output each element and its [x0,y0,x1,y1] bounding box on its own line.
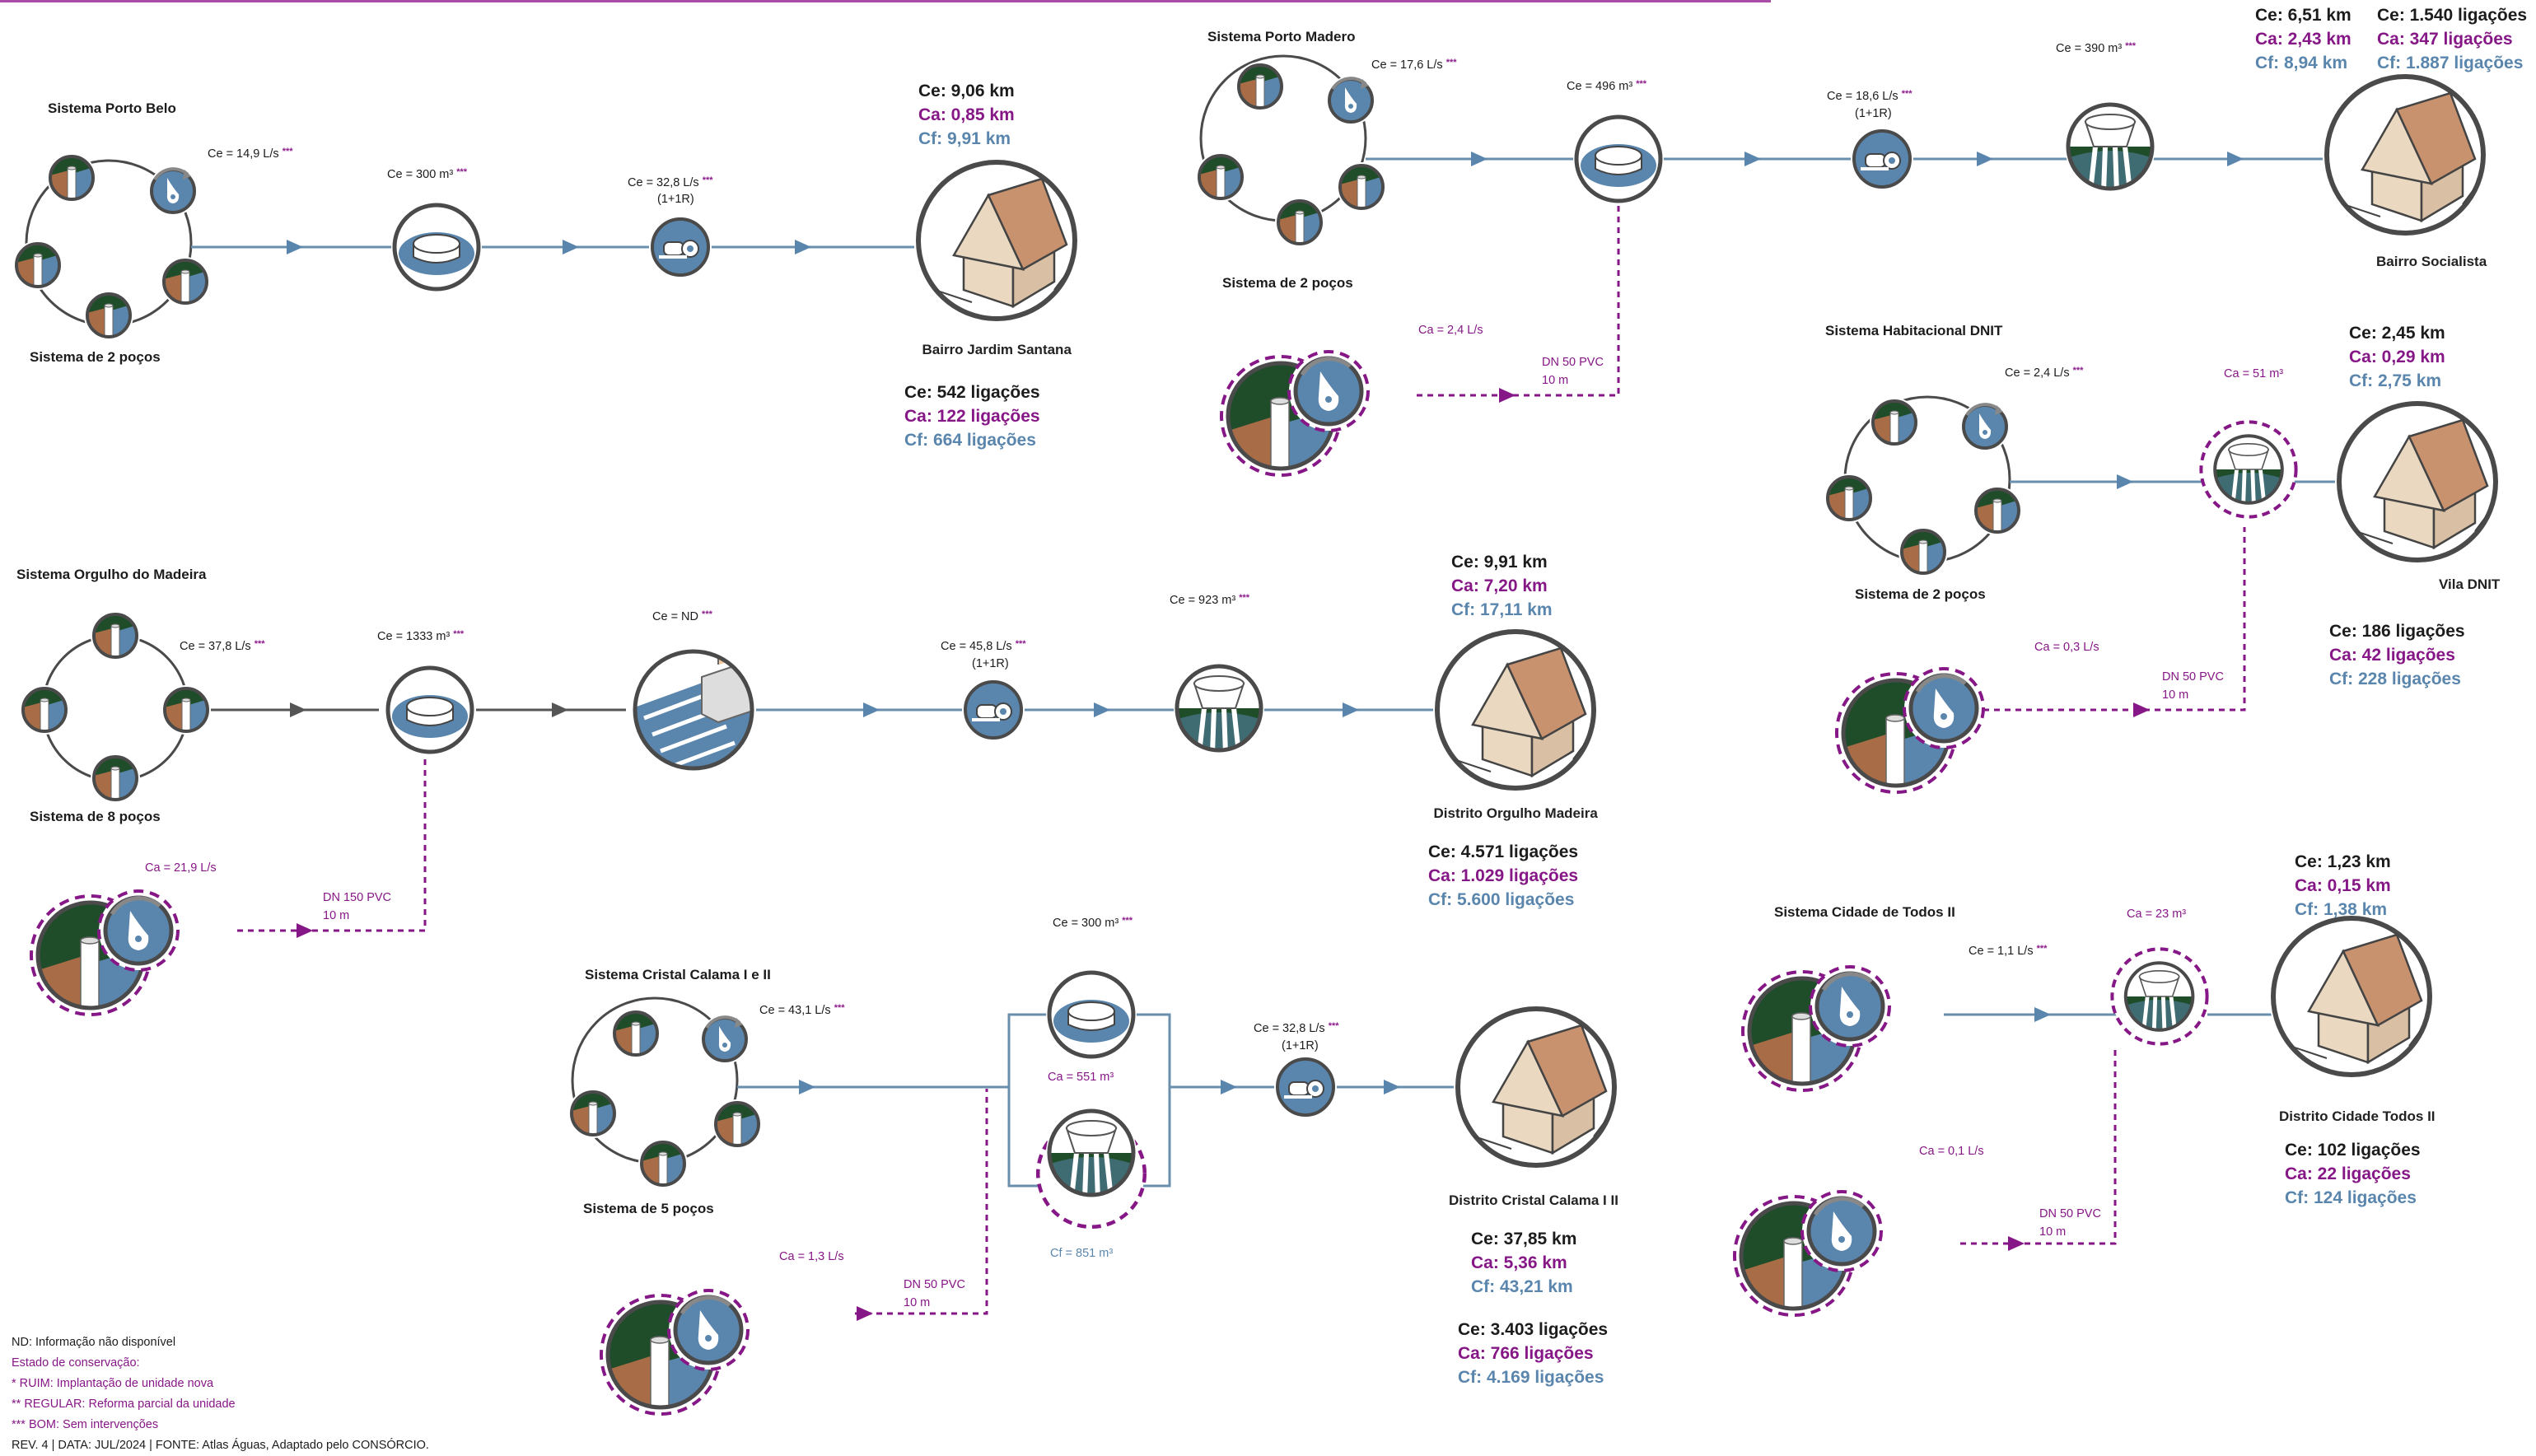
cristal-res: Ce = 300 m³ *** [1053,916,1133,930]
porto-belo-flow: Ce = 14,9 L/s *** [208,147,293,161]
cristal-tank-cf: Cf = 851 m³ [1050,1247,1114,1260]
cristal-title: Sistema Cristal Calama I e II [585,967,771,982]
porto-madero-res: Ce = 496 m³ *** [1567,79,1647,93]
dnit-system [1824,395,2500,792]
orgulho-flow: Ce = 37,8 L/s *** [180,639,265,653]
orgulho-system [20,611,1598,1015]
legend-estado: Estado de conservação: [12,1356,140,1370]
porto-belo-pump-config: (1+1R) [657,193,694,206]
orgulho-tank: Ce = 923 m³ *** [1170,593,1250,607]
legend-bom: *** BOM: Sem intervenções [12,1418,159,1431]
dnit-len: 10 m [2162,688,2189,702]
dnit-dn: DN 50 PVC [2162,670,2224,684]
porto-belo-wells: Sistema de 2 poços [30,349,161,365]
porto-madero-dn: DN 50 PVC [1542,356,1604,369]
porto-madero-system [1196,54,2487,475]
porto-belo-district: Bairro Jardim Santana [922,342,1072,357]
legend-revision: REV. 4 | DATA: JUL/2024 | FONTE: Atlas Á… [12,1439,429,1452]
cristal-pump: Ce = 32,8 L/s *** [1254,1021,1339,1035]
todos-flow: Ce = 1,1 L/s *** [1969,944,2048,958]
porto-madero-tank: Ce = 390 m³ *** [2056,41,2137,55]
legend-ruim: * RUIM: Implantação de unidade nova [12,1377,214,1390]
dnit-flow: Ce = 2,4 L/s *** [2005,366,2084,380]
cristal-system [568,969,1618,1414]
legend-regular: ** REGULAR: Reforma parcial da unidade [12,1398,236,1411]
porto-madero-wells: Sistema de 2 poços [1222,275,1353,291]
dnit-tank: Ca = 51 m³ [2224,367,2284,380]
cristal-wells: Sistema de 5 poços [583,1201,714,1216]
todos-tank: Ca = 23 m³ [2127,908,2187,921]
todos-ca-flow: Ca = 0,1 L/s [1919,1145,1984,1158]
cristal-len: 10 m [904,1296,931,1309]
orgulho-pump: Ce = 45,8 L/s *** [941,639,1026,653]
porto-madero-title: Sistema Porto Madero [1207,29,1356,44]
porto-madero-flow: Ce = 17,6 L/s *** [1371,58,1457,72]
orgulho-title: Sistema Orgulho do Madeira [16,567,207,582]
orgulho-len: 10 m [323,909,350,922]
porto-belo-system [13,153,1079,340]
legend-nd: ND: Informação não disponível [12,1336,176,1349]
porto-madero-pump-config: (1+1R) [1855,107,1892,120]
dnit-ca-flow: Ca = 0,3 L/s [2034,641,2099,654]
todos-dn: DN 50 PVC [2039,1207,2101,1220]
porto-belo-title: Sistema Porto Belo [48,100,176,116]
dnit-title: Sistema Habitacional DNIT [1825,323,2003,338]
cidade-todos-system [1735,914,2434,1315]
cristal-dn: DN 50 PVC [904,1278,965,1291]
cristal-district: Distrito Cristal Calama I II [1449,1192,1618,1208]
porto-madero-district: Bairro Socialista [2376,254,2487,269]
dnit-wells: Sistema de 2 poços [1855,586,1986,602]
porto-belo-pump: Ce = 32,8 L/s *** [628,175,713,189]
cristal-flow: Ce = 43,1 L/s *** [759,1003,845,1017]
porto-madero-pump: Ce = 18,6 L/s *** [1827,89,1913,103]
cristal-ca-flow: Ca = 1,3 L/s [779,1250,844,1263]
legend: ND: Informação não disponível Estado de … [12,1332,429,1456]
orgulho-eta: Ce = ND *** [652,609,712,623]
todos-title: Sistema Cidade de Todos II [1774,904,1955,920]
orgulho-dn: DN 150 PVC [323,891,392,904]
orgulho-wells: Sistema de 8 poços [30,809,161,824]
orgulho-district: Distrito Orgulho Madeira [1433,805,1598,821]
orgulho-pump-config: (1+1R) [972,657,1009,670]
cristal-tank-ca: Ca = 551 m³ [1048,1071,1114,1084]
todos-district: Distrito Cidade Todos II [2279,1108,2436,1124]
cristal-pump-config: (1+1R) [1282,1039,1319,1052]
porto-belo-res: Ce = 300 m³ *** [387,167,468,181]
dnit-district: Vila DNIT [2439,576,2501,592]
orgulho-res: Ce = 1333 m³ *** [377,629,465,643]
orgulho-ca-flow: Ca = 21,9 L/s [145,861,217,875]
porto-madero-ca-flow: Ca = 2,4 L/s [1418,324,1483,337]
todos-len: 10 m [2039,1225,2067,1239]
porto-madero-len: 10 m [1542,374,1569,387]
